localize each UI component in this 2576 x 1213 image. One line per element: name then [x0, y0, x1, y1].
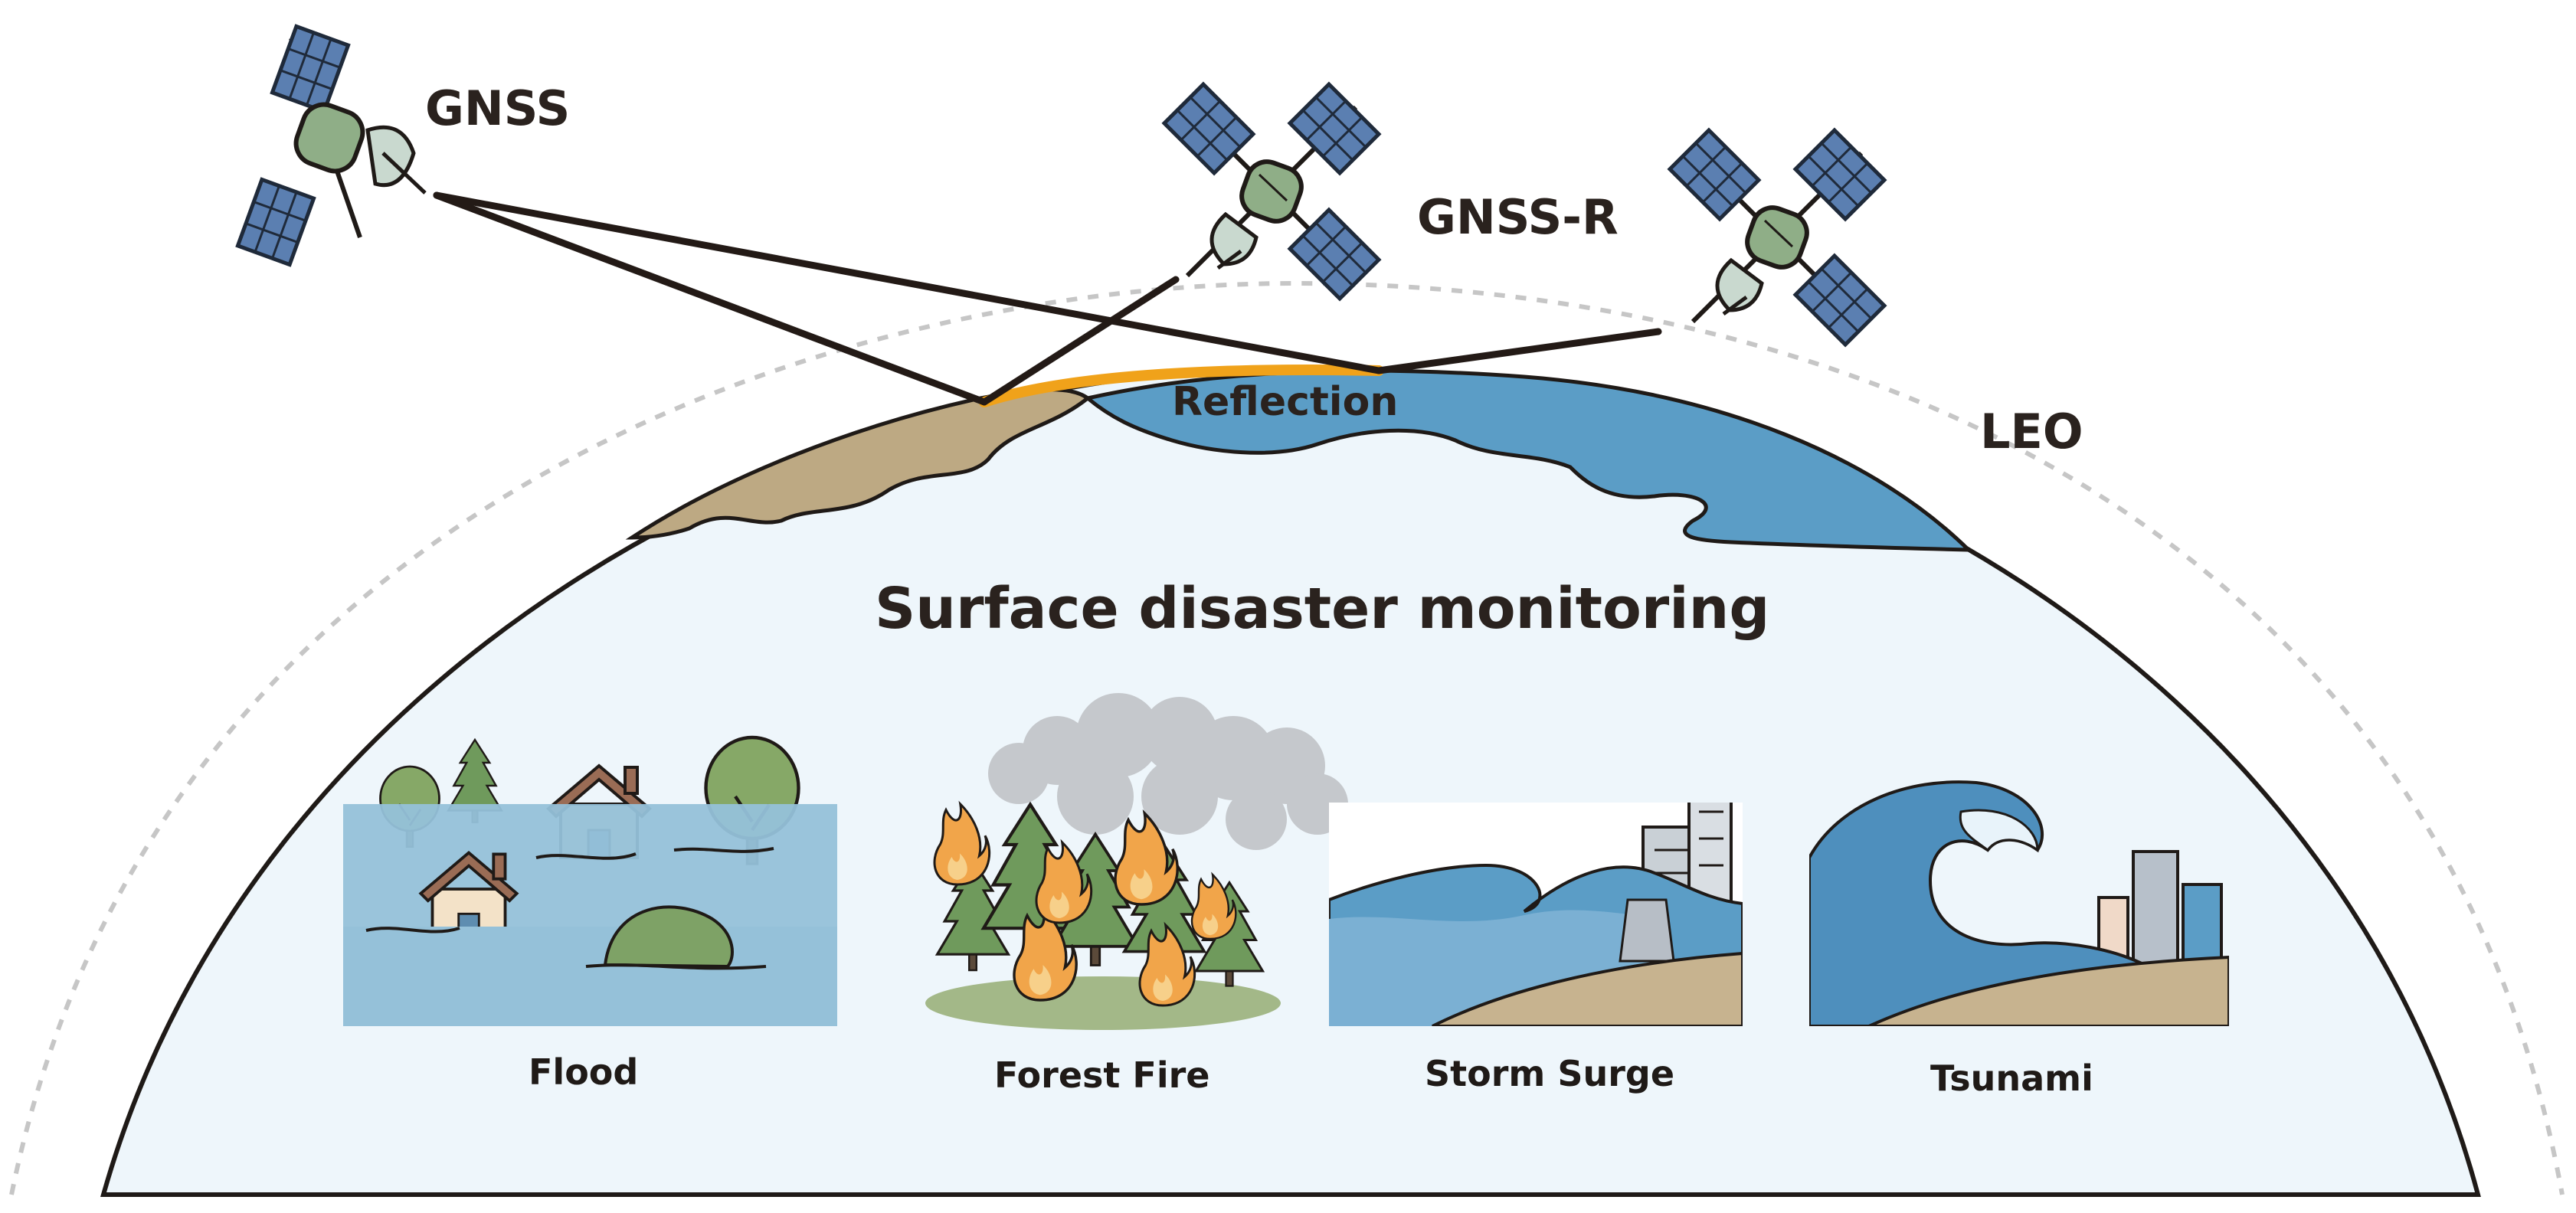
flood-caption: Flood [529, 1051, 638, 1093]
signal-paths [433, 191, 1662, 406]
gnss-r-satellite-icon [1164, 84, 1379, 299]
forest-fire-scene [925, 693, 1348, 1030]
storm-surge-caption: Storm Surge [1425, 1053, 1674, 1094]
reflection-zone [979, 365, 1384, 407]
reflection-label: Reflection [1172, 379, 1398, 425]
gnss-label: GNSS [425, 80, 570, 136]
flood-scene [343, 737, 837, 1026]
ocean-region [1083, 368, 1974, 552]
smoke-icon [988, 693, 1348, 850]
gnss-r-label: GNSS-R [1417, 189, 1619, 245]
diagram-title: Surface disaster monitoring [875, 576, 1769, 642]
leo-label: LEO [1980, 404, 2083, 459]
tsunami-scene [1809, 780, 2229, 1026]
leo-satellite-icon [1670, 130, 1884, 345]
land-region [625, 387, 1092, 540]
tsunami-caption: Tsunami [1930, 1058, 2093, 1099]
gnss-satellite-icon [237, 26, 427, 264]
storm-surge-scene [1329, 803, 1743, 1026]
forest-fire-caption: Forest Fire [994, 1054, 1210, 1096]
